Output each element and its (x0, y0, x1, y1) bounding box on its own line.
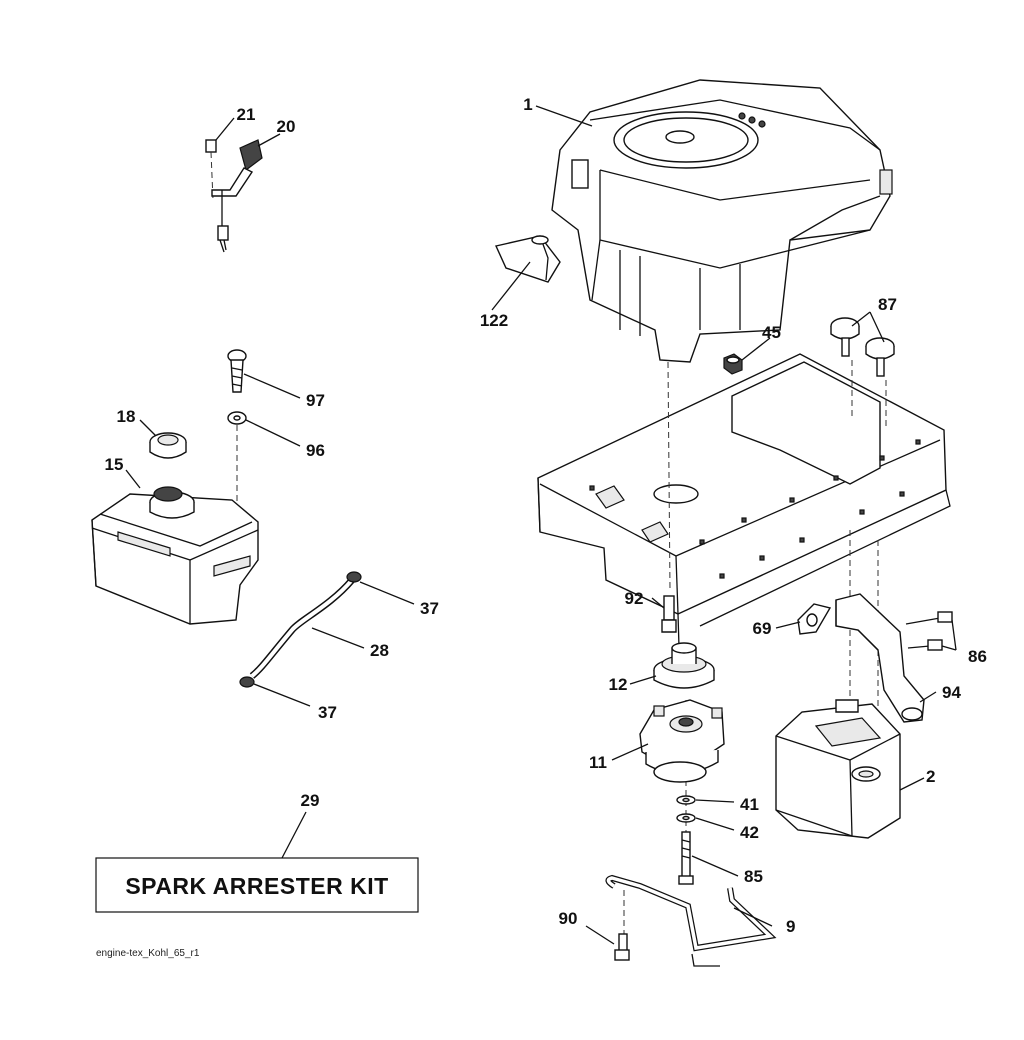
long-bolt-part (678, 831, 694, 885)
callout-2: 2 (926, 767, 935, 786)
nut-part (723, 353, 743, 375)
callout-90: 90 (559, 909, 578, 928)
hose-clamp-part (239, 571, 362, 688)
muffler-part (775, 699, 901, 839)
bolt-part (661, 595, 677, 633)
washer-part (227, 411, 247, 425)
callout-37-lower: 37 (318, 703, 337, 722)
diagram-code: engine-tex_Kohl_65_r1 (96, 948, 200, 959)
throttle-control-part (205, 139, 263, 253)
kit-label: SPARK ARRESTER KIT (125, 873, 388, 899)
callout-86: 86 (968, 647, 987, 666)
handle-part (495, 235, 561, 283)
callout-122: 122 (480, 311, 508, 330)
callout-92: 92 (625, 589, 644, 608)
callout-42: 42 (740, 823, 759, 842)
bracket-rod-part (605, 874, 777, 967)
gasket-part (797, 603, 832, 635)
callout-12: 12 (609, 675, 628, 694)
callout-29: 29 (301, 791, 320, 810)
callout-9: 9 (786, 917, 795, 936)
fuel-cap-part (149, 432, 187, 459)
callout-41: 41 (740, 795, 759, 814)
callout-1: 1 (523, 95, 532, 114)
callout-87: 87 (878, 295, 897, 314)
fuel-line-part (249, 577, 355, 679)
spark-arrester-kit: SPARK ARRESTER KIT (95, 857, 419, 913)
callout-97: 97 (306, 391, 325, 410)
fuel-tank-part (91, 486, 259, 625)
exhaust-pipe-part (835, 593, 925, 723)
small-bolt-part (614, 933, 630, 961)
washer-stack-part (676, 795, 696, 823)
engine-part (551, 79, 893, 363)
callout-20: 20 (277, 117, 296, 136)
callout-15: 15 (105, 455, 124, 474)
clutch-part (639, 699, 725, 783)
callout-37-upper: 37 (420, 599, 439, 618)
callout-labels: 1 21 20 122 45 87 97 96 18 15 37 28 37 9… (105, 95, 987, 936)
callout-85: 85 (744, 867, 763, 886)
callout-69: 69 (753, 619, 772, 638)
callout-11: 11 (589, 753, 607, 772)
callout-45: 45 (762, 323, 781, 342)
exhaust-bolt-part (905, 611, 953, 651)
callout-28: 28 (370, 641, 389, 660)
pulley-part (653, 642, 715, 689)
callout-21: 21 (237, 105, 256, 124)
callout-18: 18 (117, 407, 136, 426)
callout-94: 94 (942, 683, 961, 702)
callout-96: 96 (306, 441, 325, 460)
kit-box (95, 857, 419, 913)
leader-lines (125, 105, 957, 945)
screw-part (227, 349, 247, 393)
engine-plate-part (537, 353, 951, 681)
knob-part (830, 317, 895, 377)
